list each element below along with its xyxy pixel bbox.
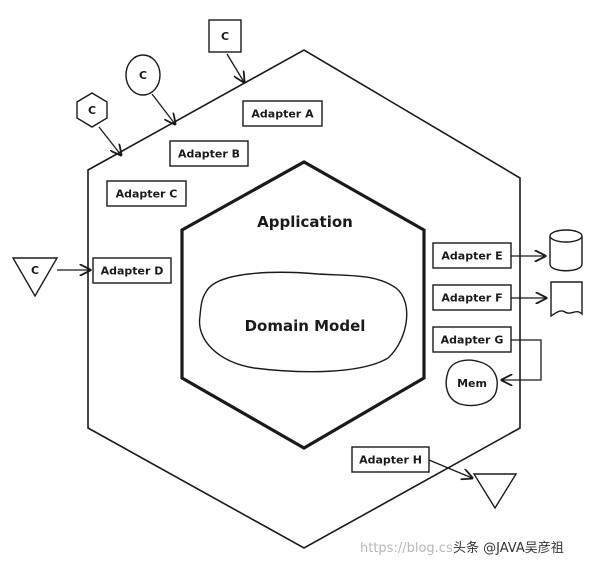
adapter-e-label: Adapter E — [441, 250, 502, 263]
domain-model-blob — [198, 271, 408, 373]
adapter-h: Adapter H — [351, 446, 430, 473]
arrow-client-hexagon-to-adapter-c — [98, 126, 121, 155]
arrow-adapter-h-to-triangle — [428, 459, 472, 478]
adapter-b-label: Adapter B — [178, 148, 240, 161]
adapter-g: Adapter G — [432, 326, 512, 353]
client-ellipse: C — [125, 54, 161, 96]
adapter-c-label: Adapter C — [116, 188, 178, 201]
adapter-c: Adapter C — [106, 180, 187, 207]
adapter-f: Adapter F — [432, 284, 512, 311]
adapter-d: Adapter D — [92, 257, 172, 284]
client-square: C — [208, 19, 242, 53]
arrow-client-ellipse-to-adapter-b — [151, 93, 175, 124]
watermark-source: 头条 @JAVA吴彦祖 — [453, 540, 564, 556]
client-ellipse-label: C — [139, 69, 147, 82]
document-icon — [550, 281, 583, 318]
watermark-url: https://blog.cs — [360, 541, 453, 556]
client-square-label: C — [221, 30, 229, 43]
client-triangle: C — [11, 257, 59, 298]
arrow-adapter-g-to-memory — [502, 339, 542, 380]
adapter-a-label: Adapter A — [251, 108, 314, 121]
application-label: Application — [257, 213, 353, 231]
client-triangle-label: C — [31, 264, 39, 277]
client-hexagon-label: C — [88, 104, 96, 117]
arrow-client-square-to-adapter-a — [226, 53, 244, 82]
adapter-d-label: Adapter D — [101, 265, 164, 278]
database-icon — [549, 229, 583, 272]
adapter-g-label: Adapter G — [441, 334, 504, 347]
adapter-h-label: Adapter H — [359, 454, 422, 467]
memory-label: Mem — [457, 377, 487, 390]
application-hexagon — [180, 160, 426, 450]
output-triangle — [472, 473, 518, 510]
adapter-a: Adapter A — [242, 100, 323, 127]
adapter-f-label: Adapter F — [441, 292, 502, 305]
memory-blob: Mem — [445, 359, 498, 407]
adapter-b: Adapter B — [169, 140, 249, 167]
domain-model-label: Domain Model — [245, 317, 366, 335]
outer-hexagon — [87, 49, 521, 549]
client-hexagon: C — [76, 92, 108, 128]
adapter-e: Adapter E — [432, 242, 512, 269]
